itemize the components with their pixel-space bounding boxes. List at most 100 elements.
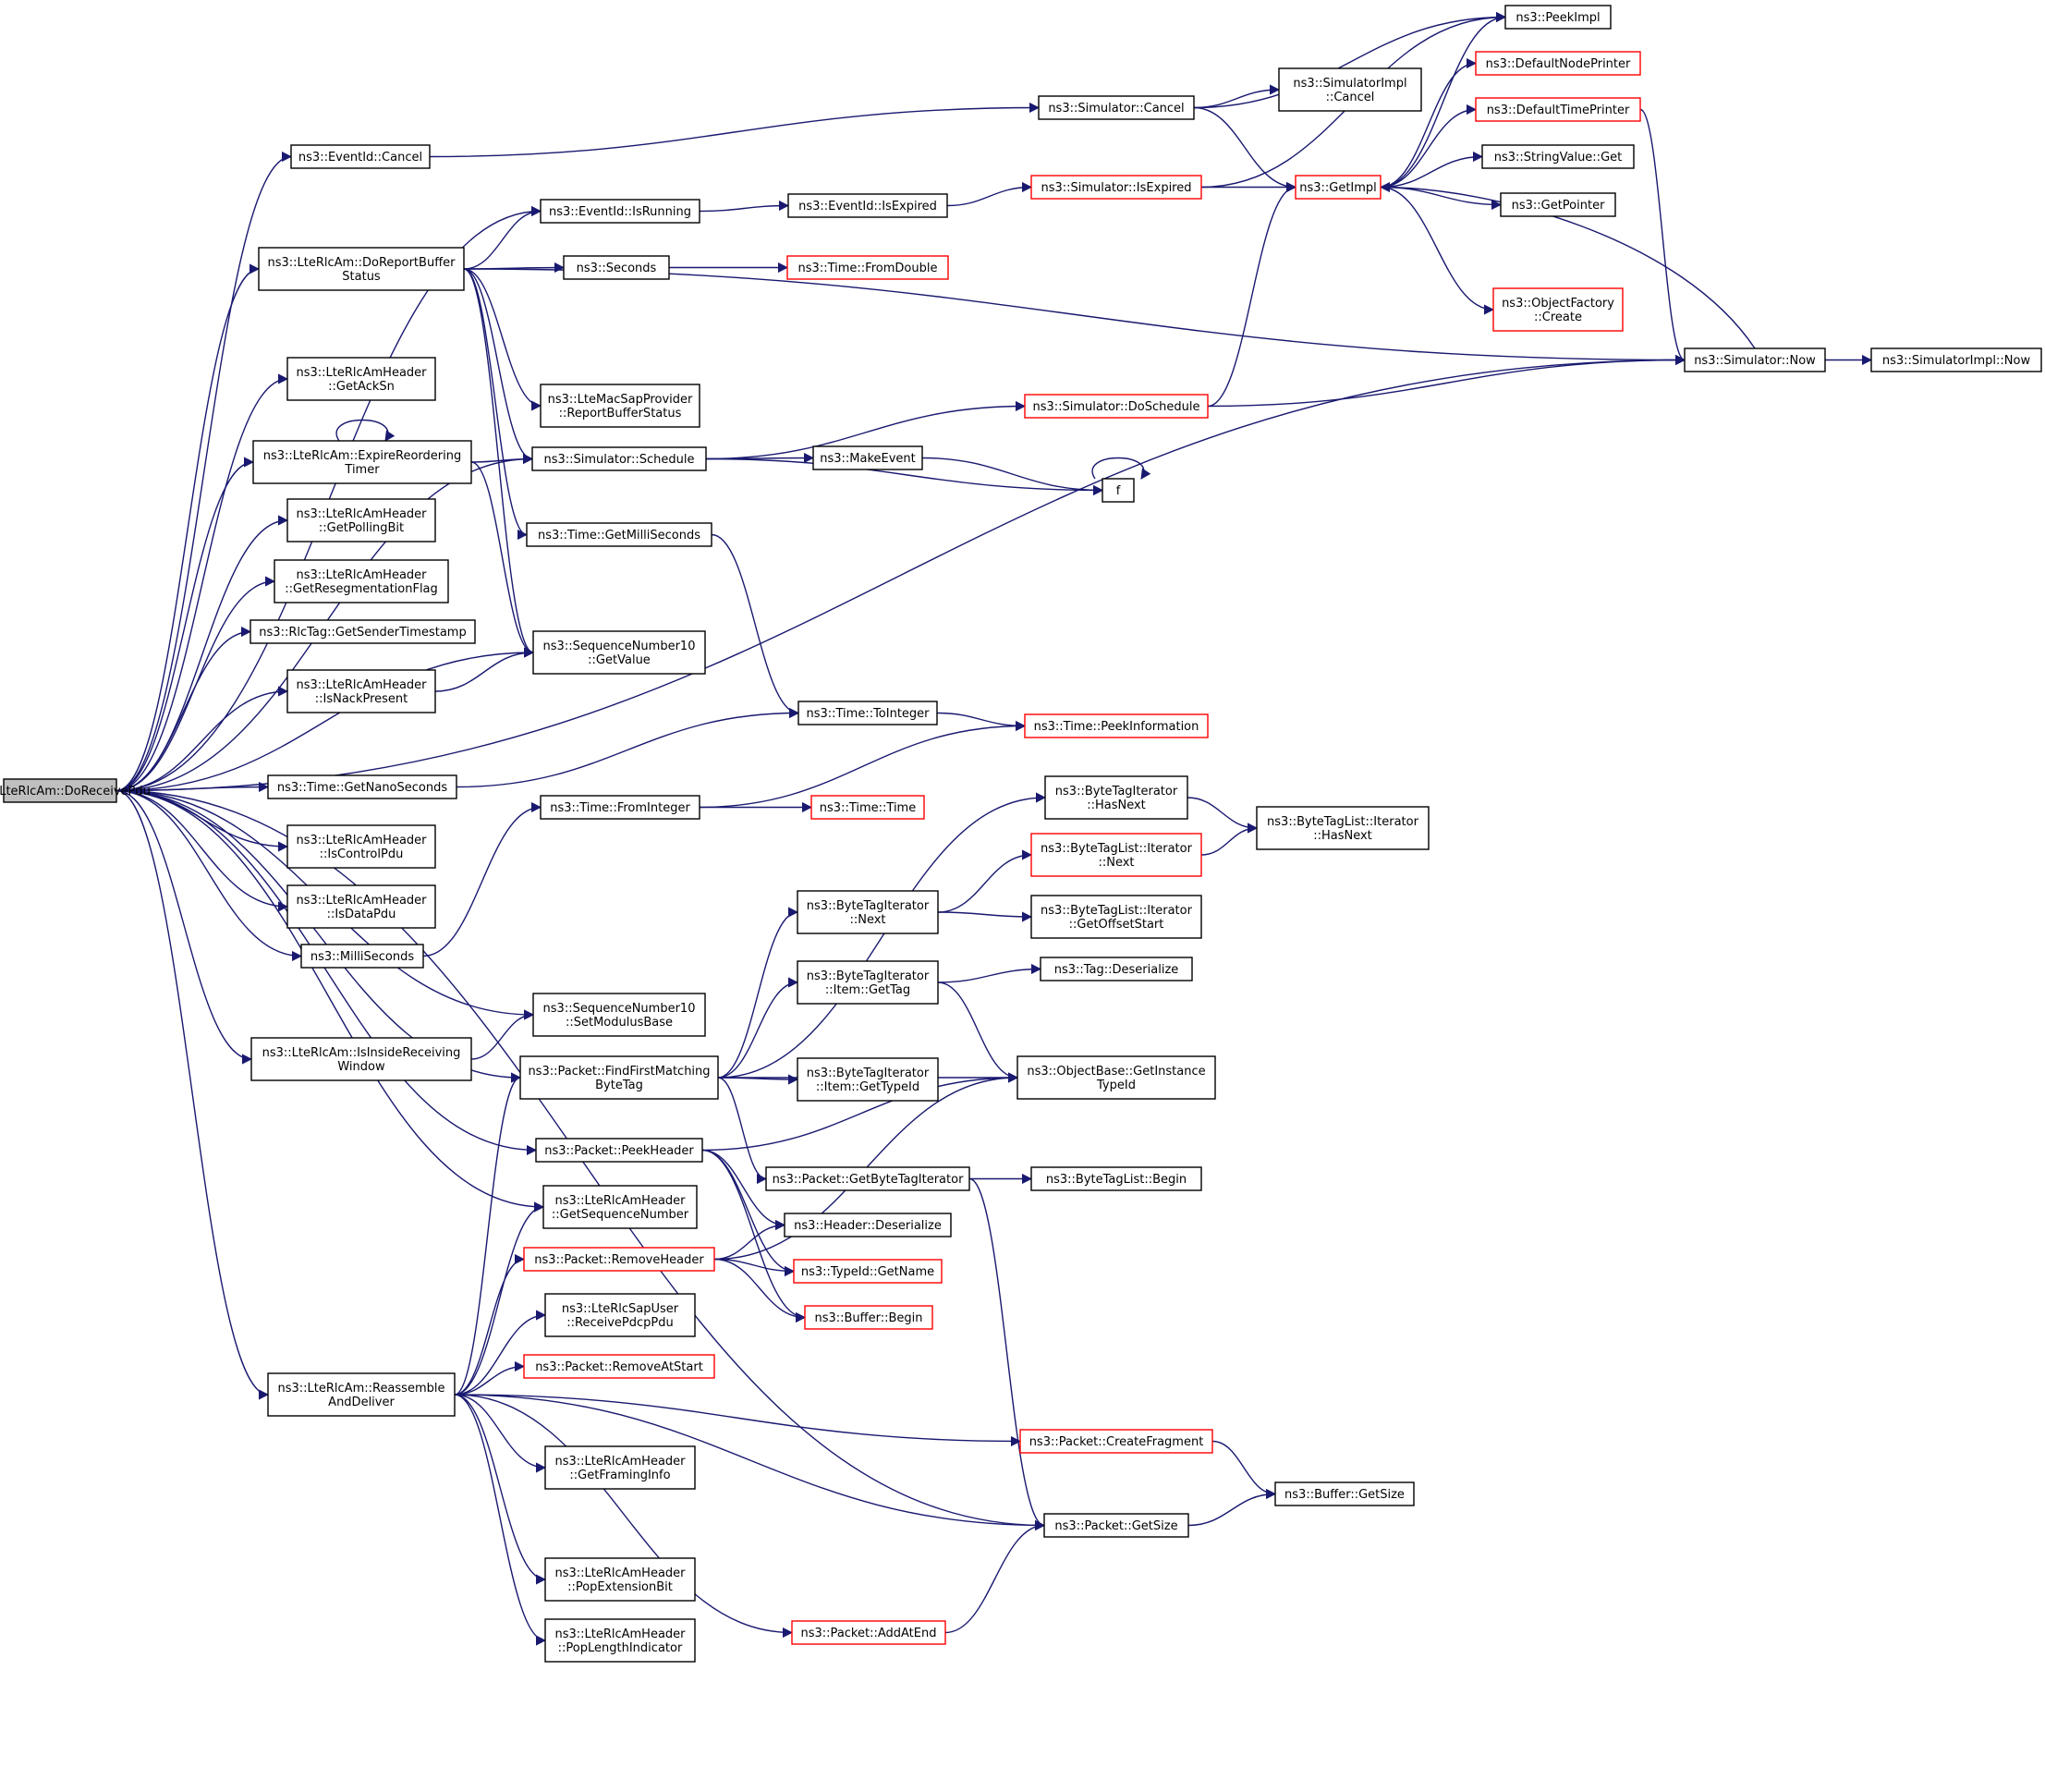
node-getSequenceNumber[interactable]: ns3::LteRlcAmHeader::GetSequenceNumber: [542, 1185, 698, 1229]
node-simCancel[interactable]: ns3::Simulator::Cancel: [1038, 95, 1195, 120]
node-eventCancel[interactable]: ns3::EventId::Cancel: [290, 144, 431, 169]
node-bufferBegin[interactable]: ns3::Buffer::Begin: [804, 1305, 933, 1330]
node-box: [535, 1138, 703, 1163]
node-label: AndDeliver: [328, 1396, 395, 1409]
node-bufferGetSize[interactable]: ns3::Buffer::GetSize: [1274, 1481, 1415, 1506]
node-label: ::Item::GetTag: [825, 983, 910, 997]
node-simIsExpired[interactable]: ns3::Simulator::IsExpired: [1030, 175, 1202, 200]
node-label: ns3::Packet::GetByteTagIterator: [773, 1173, 965, 1187]
node-btiItemGetTag[interactable]: ns3::ByteTagIterator::Item::GetTag: [797, 960, 939, 1005]
node-peekHeader[interactable]: ns3::Packet::PeekHeader: [535, 1138, 703, 1163]
node-headerDeserialize[interactable]: ns3::Header::Deserialize: [784, 1213, 952, 1237]
node-peekInformation[interactable]: ns3::Time::PeekInformation: [1024, 713, 1209, 738]
edge-path: [937, 963, 1042, 983]
node-defaultTimePrinter[interactable]: ns3::DefaultTimePrinter: [1475, 97, 1641, 122]
edge-doReportBuffer-to-simSchedule: [463, 268, 534, 465]
node-defaultNodePrinter[interactable]: ns3::DefaultNodePrinter: [1475, 51, 1641, 76]
node-btlIterNext[interactable]: ns3::ByteTagList::Iterator::Next: [1030, 833, 1202, 877]
node-box: [1102, 478, 1135, 503]
node-label: ns3::Buffer::Begin: [814, 1311, 922, 1325]
node-getPointer[interactable]: ns3::GetPointer: [1500, 192, 1616, 217]
edge-path: [717, 1074, 799, 1085]
node-reportBufferStatus[interactable]: ns3::LteMacSapProvider::ReportBufferStat…: [540, 384, 700, 428]
node-toInteger[interactable]: ns3::Time::ToInteger: [797, 701, 938, 725]
node-isNackPresent[interactable]: ns3::LteRlcAmHeader::IsNackPresent: [286, 669, 436, 713]
node-simDoSchedule[interactable]: ns3::Simulator::DoSchedule: [1024, 394, 1209, 419]
node-stringValueGet[interactable]: ns3::StringValue::Get: [1481, 144, 1635, 169]
node-label: ns3::Buffer::GetSize: [1284, 1488, 1405, 1502]
node-root[interactable]: ns3::LteRlcAm::DoReceivePdu: [0, 778, 151, 803]
edge-expireReordering-to-seqGetValue: [470, 461, 535, 658]
node-removeAtStart[interactable]: ns3::Packet::RemoveAtStart: [523, 1354, 715, 1379]
node-getFramingInfo[interactable]: ns3::LteRlcAmHeader::GetFramingInfo: [544, 1445, 696, 1490]
node-packetGetSize[interactable]: ns3::Packet::GetSize: [1043, 1513, 1189, 1538]
edge-makeEvent-to-fNode: [921, 457, 1104, 496]
edge-path: [429, 102, 1041, 158]
node-btiNext[interactable]: ns3::ByteTagIterator::Next: [797, 890, 939, 934]
node-popLengthIndicator[interactable]: ns3::LteRlcAmHeader::PopLengthIndicator: [544, 1618, 696, 1663]
node-addAtEnd[interactable]: ns3::Packet::AddAtEnd: [791, 1620, 946, 1645]
node-box: [791, 1620, 946, 1645]
node-simImplNow[interactable]: ns3::SimulatorImpl::Now: [1870, 347, 2042, 372]
edge-expireReordering-to-expireReordering: [335, 419, 396, 442]
node-simImplCancel[interactable]: ns3::SimulatorImpl::Cancel: [1278, 67, 1422, 112]
node-box: [250, 619, 476, 644]
node-getPollingBit[interactable]: ns3::LteRlcAmHeader::GetPollingBit: [286, 498, 436, 542]
node-getImpl[interactable]: ns3::GetImpl: [1295, 175, 1382, 200]
edge-btiItemGetTag-to-getInstanceTypeId: [937, 981, 1019, 1083]
edge-toInteger-to-peekInformation: [936, 712, 1027, 732]
node-tagDeserialize[interactable]: ns3::Tag::Deserialize: [1040, 957, 1193, 981]
node-getNanoSeconds[interactable]: ns3::Time::GetNanoSeconds: [267, 774, 457, 799]
edge-eventCancel-to-simCancel: [429, 102, 1041, 158]
node-seqGetValue[interactable]: ns3::SequenceNumber10::GetValue: [532, 630, 706, 675]
node-createFragment[interactable]: ns3::Packet::CreateFragment: [1019, 1429, 1213, 1454]
node-eventIsExpired[interactable]: ns3::EventId::IsExpired: [787, 193, 948, 218]
node-box: [1030, 895, 1202, 939]
edge-path: [705, 457, 1104, 496]
node-box: [540, 384, 700, 428]
edge-path: [1380, 11, 1507, 189]
node-fromInteger[interactable]: ns3::Time::FromInteger: [540, 795, 700, 820]
node-fNode[interactable]: f: [1102, 478, 1135, 503]
node-milliSeconds[interactable]: ns3::MilliSeconds: [300, 944, 424, 969]
node-getAckSn[interactable]: ns3::LteRlcAmHeader::GetAckSn: [286, 357, 436, 401]
node-getResegFlag[interactable]: ns3::LteRlcAmHeader::GetResegmentationFl…: [274, 559, 449, 603]
node-getMilliSeconds[interactable]: ns3::Time::GetMilliSeconds: [526, 522, 712, 547]
node-box: [286, 824, 436, 869]
node-btiHasNext[interactable]: ns3::ByteTagIterator::HasNext: [1044, 775, 1188, 820]
edge-root-to-reassemble: [116, 789, 270, 1400]
edge-path: [454, 1394, 1046, 1531]
node-simSchedule[interactable]: ns3::Simulator::Schedule: [531, 446, 707, 471]
node-getSenderTs[interactable]: ns3::RlcTag::GetSenderTimestamp: [250, 619, 476, 644]
node-isControlPdu[interactable]: ns3::LteRlcAmHeader::IsControlPdu: [286, 824, 436, 869]
node-objectFactoryCreate[interactable]: ns3::ObjectFactory::Create: [1492, 287, 1624, 332]
node-label: ns3::EventId::IsExpired: [798, 200, 937, 213]
node-isDataPdu[interactable]: ns3::LteRlcAmHeader::IsDataPdu: [286, 884, 436, 929]
node-fromDouble[interactable]: ns3::Time::FromDouble: [786, 255, 949, 280]
node-byteTagListBegin[interactable]: ns3::ByteTagList::Begin: [1030, 1166, 1202, 1191]
node-label: ns3::DefaultNodePrinter: [1486, 57, 1631, 71]
node-eventIsRunning[interactable]: ns3::EventId::IsRunning: [540, 199, 700, 224]
node-removeHeader[interactable]: ns3::Packet::RemoveHeader: [523, 1247, 715, 1272]
node-typeIdGetName[interactable]: ns3::TypeId::GetName: [793, 1259, 943, 1284]
node-simNow[interactable]: ns3::Simulator::Now: [1684, 347, 1826, 372]
node-receivePdcpPdu[interactable]: ns3::LteRlcSapUser::ReceivePdcpPdu: [544, 1293, 696, 1337]
node-setModulusBase[interactable]: ns3::SequenceNumber10::SetModulusBase: [532, 993, 706, 1037]
node-makeEvent[interactable]: ns3::MakeEvent: [812, 445, 923, 470]
node-getByteTagIterator[interactable]: ns3::Packet::GetByteTagIterator: [765, 1166, 970, 1191]
edge-path: [116, 789, 545, 1213]
edge-getByteTagIterator-to-packetGetSize: [968, 1177, 1046, 1530]
node-popExtensionBit[interactable]: ns3::LteRlcAmHeader::PopExtensionBit: [544, 1557, 696, 1602]
node-peekImpl[interactable]: ns3::PeekImpl: [1504, 5, 1612, 30]
node-btlIterHasNext[interactable]: ns3::ByteTagList::Iterator::HasNext: [1256, 806, 1430, 850]
node-timeTime[interactable]: ns3::Time::Time: [810, 795, 925, 820]
node-seconds[interactable]: ns3::Seconds: [563, 255, 670, 280]
node-btlIterGetOffsetStart[interactable]: ns3::ByteTagList::Iterator::GetOffsetSta…: [1030, 895, 1202, 939]
node-btiItemGetTypeId[interactable]: ns3::ByteTagIterator::Item::GetTypeId: [797, 1057, 939, 1102]
